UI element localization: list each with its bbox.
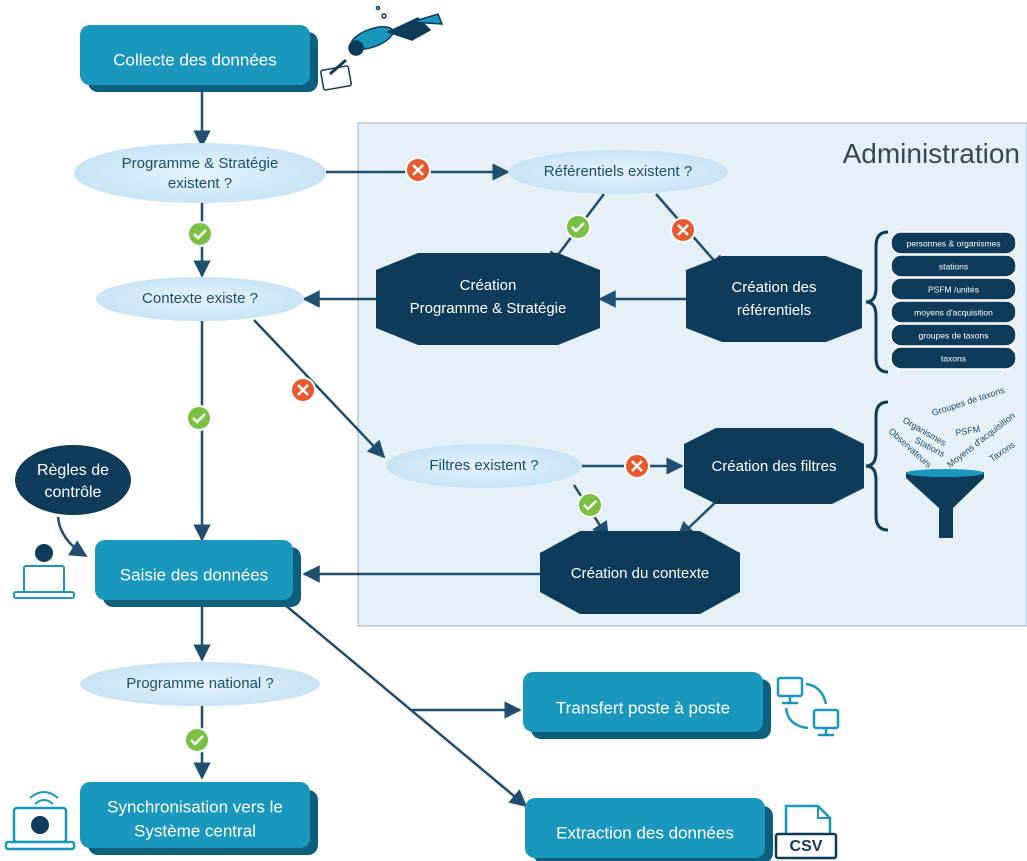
no-badges — [290, 157, 696, 479]
box-saisie: Saisie des données — [95, 540, 301, 607]
box-saisie-label: Saisie des données — [120, 565, 268, 584]
hex-creation-referentiels: Création des référentiels — [686, 256, 862, 342]
hex-creation-programme-line1: Création — [460, 277, 517, 294]
hex-creation-filtres: Création des filtres — [684, 428, 864, 504]
hex-creation-programme-line2: Programme & Stratégie — [410, 300, 567, 317]
hex-creation-referentiels-line2: référentiels — [737, 302, 811, 319]
csv-file-icon: CSV — [774, 804, 838, 860]
box-extraction: Extraction des données — [525, 798, 773, 861]
box-transfert-label: Transfert poste à poste — [556, 698, 730, 717]
administration-title: Administration — [843, 138, 1020, 169]
box-synchronisation-line1: Synchronisation vers le — [107, 797, 283, 816]
yes-badges — [184, 214, 603, 753]
check-icon — [577, 492, 603, 518]
user-laptop-icon — [13, 544, 75, 599]
cross-icon — [624, 453, 650, 479]
filter-word: PSFM — [955, 424, 981, 438]
cross-icon — [670, 217, 696, 243]
regles-line1: Règles de — [37, 462, 109, 479]
hex-creation-contexte: Création du contexte — [540, 531, 740, 614]
database-brace — [865, 230, 889, 374]
database-layer: groupes de taxons — [890, 323, 1017, 347]
regles-line2: contrôle — [45, 484, 102, 501]
filter-brace — [865, 400, 889, 532]
database-layer-label: stations — [939, 261, 968, 271]
decision-referentiels-label: Référentiels existent ? — [544, 163, 692, 180]
regles-controle-bubble: Règles de contrôle — [15, 445, 131, 558]
box-synchronisation-line2: Système central — [134, 821, 256, 840]
check-icon — [184, 727, 210, 753]
database-layer-label: taxons — [941, 353, 966, 363]
decision-programme-strategie: Programme & Stratégie existent ? — [74, 143, 326, 203]
decision-programme-line2: existent ? — [168, 175, 232, 192]
database-layer-label: personnes & organismes — [906, 238, 1000, 248]
decision-filtres-label: Filtres existent ? — [429, 457, 538, 474]
decision-programme-national: Programme national ? — [80, 662, 320, 706]
decision-programme-line1: Programme & Stratégie — [122, 155, 279, 172]
connectors — [193, 88, 726, 808]
database-layer: stations — [890, 254, 1017, 278]
decision-referentiels: Référentiels existent ? — [508, 150, 728, 194]
decision-national-label: Programme national ? — [126, 675, 274, 692]
decision-contexte-label: Contexte existe ? — [142, 290, 258, 307]
hex-creation-programme: Création Programme & Stratégie — [376, 253, 600, 345]
box-transfert: Transfert poste à poste — [523, 672, 771, 739]
database-layer: personnes & organismes — [890, 231, 1017, 255]
database-layer-label: moyens d'acquisition — [914, 307, 993, 317]
csv-label: CSV — [790, 838, 823, 855]
box-collecte-label: Collecte des données — [113, 50, 277, 69]
funnel-rim — [906, 469, 984, 477]
decision-filtres: Filtres existent ? — [386, 444, 582, 488]
database-layer-label: groupes de taxons — [919, 330, 989, 340]
hex-creation-contexte-label: Création du contexte — [571, 565, 709, 582]
box-extraction-label: Extraction des données — [556, 823, 734, 842]
diver-icon — [320, 5, 444, 91]
box-collecte: Collecte des données — [80, 25, 318, 92]
cross-icon — [405, 157, 431, 183]
hex-creation-referentiels-line1: Création des — [731, 279, 816, 296]
database-layer: moyens d'acquisition — [890, 300, 1017, 324]
decision-contexte: Contexte existe ? — [96, 277, 304, 321]
database-layer: taxons — [890, 346, 1017, 370]
check-icon — [187, 221, 213, 247]
hex-creation-filtres-label: Création des filtres — [711, 458, 836, 475]
box-synchronisation: Synchronisation vers le Système central — [80, 782, 318, 855]
funnel-icon — [906, 472, 984, 538]
check-icon — [186, 405, 212, 431]
database-layer-label: PSFM /unités — [928, 284, 979, 294]
computers-transfer-icon — [776, 676, 840, 737]
cross-icon — [290, 377, 316, 403]
database-layer: PSFM /unités — [890, 277, 1017, 301]
laptop-globe-icon — [4, 791, 76, 851]
check-icon — [565, 214, 591, 240]
